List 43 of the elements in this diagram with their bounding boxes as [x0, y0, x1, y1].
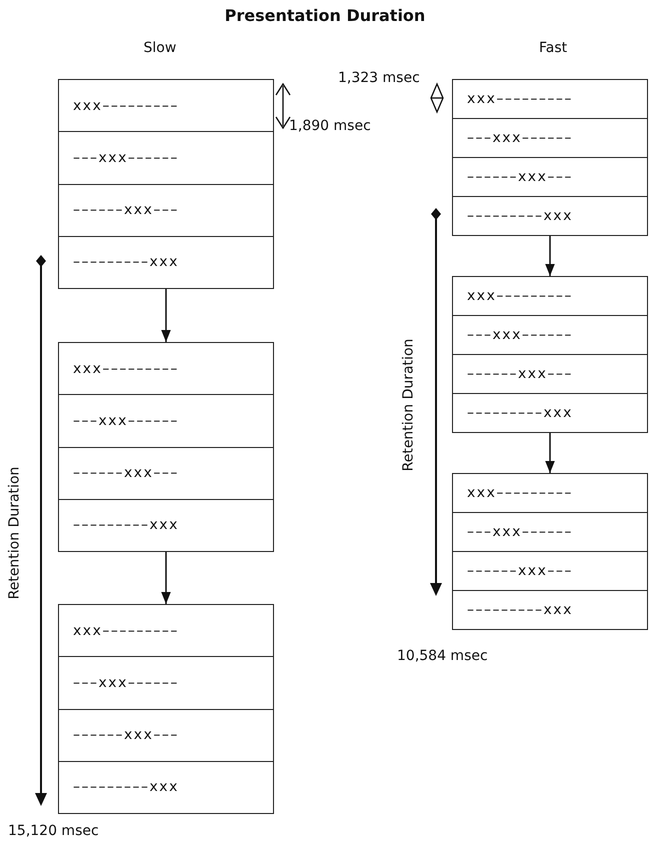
row-text: ––––––xxx––– [467, 169, 573, 185]
row-text: xxx––––––––– [467, 288, 573, 304]
column-heading: Slow [144, 40, 176, 56]
row-text: –––––––––xxx [73, 254, 179, 270]
row-text: xxx––––––––– [467, 91, 573, 107]
stack-box [58, 342, 274, 552]
arrow [545, 236, 555, 276]
row-text: –––xxx–––––– [467, 130, 573, 146]
row-text: –––––––––xxx [467, 602, 573, 618]
row-text: ––––––xxx––– [73, 465, 179, 482]
stack-box [58, 604, 274, 814]
duration-label: 15,120 msec [8, 823, 99, 839]
row-text: –––––––––xxx [73, 779, 179, 796]
title: Presentation Duration [224, 6, 426, 25]
duration-label: 1,890 msec [289, 118, 371, 134]
duration-label: 10,584 msec [397, 648, 488, 664]
row-text: ––––––xxx––– [73, 202, 179, 218]
arrow [161, 552, 171, 604]
row-text: ––––––xxx––– [467, 563, 573, 579]
row-text: –––xxx–––––– [467, 327, 573, 343]
stack-box [452, 276, 648, 433]
arrow [161, 289, 171, 342]
row-text: –––xxx–––––– [73, 150, 179, 166]
stack-box [452, 473, 648, 630]
stack-box [452, 79, 648, 236]
row-text: xxx––––––––– [73, 622, 179, 639]
arrow [545, 433, 555, 473]
row-text: –––––––––xxx [467, 405, 573, 421]
stack-box [58, 79, 274, 289]
row-text: –––––––––xxx [467, 208, 573, 224]
row-text: xxx––––––––– [73, 98, 179, 114]
row-text: ––––––xxx––– [73, 727, 179, 744]
row-text: –––––––––xxx [73, 517, 179, 534]
column-heading: Fast [539, 40, 568, 56]
row-text: xxx––––––––– [73, 360, 179, 377]
row-text: ––––––xxx––– [467, 366, 573, 382]
axis-label: Retention Duration [6, 466, 22, 600]
axis-label: Retention Duration [400, 338, 416, 472]
row-text: –––xxx–––––– [467, 524, 573, 540]
row-text: –––xxx–––––– [73, 674, 179, 691]
row-text: –––xxx–––––– [73, 412, 179, 429]
duration-label: 1,323 msec [338, 70, 420, 86]
row-text: xxx––––––––– [467, 485, 573, 501]
